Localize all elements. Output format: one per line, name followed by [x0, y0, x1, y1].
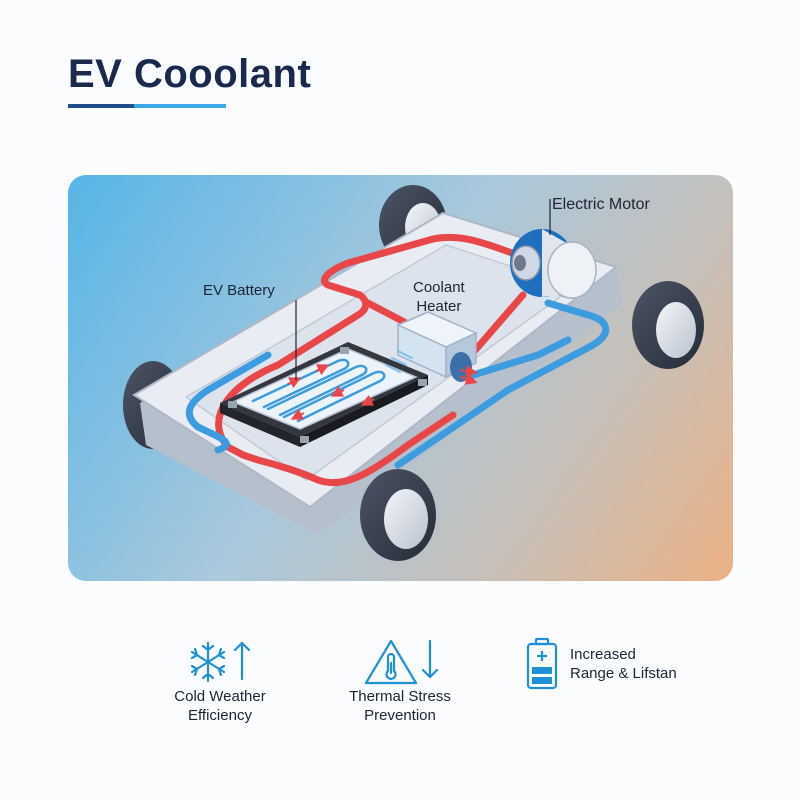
battery-label: EV Battery [203, 282, 275, 299]
battery-charge-icon [526, 637, 558, 690]
title-underline-dark [68, 104, 134, 108]
leader-lines [295, 199, 551, 380]
diagram-panel: EV Battery Coolant Heater Electric Motor [68, 175, 733, 581]
front-left-wheel [360, 469, 436, 561]
electric-motor [510, 229, 597, 299]
feature-line1: Cold Weather [174, 688, 266, 705]
title-underline-light [134, 104, 226, 108]
coolant-heater [385, 311, 478, 385]
ev-chassis-diagram [123, 185, 704, 561]
front-right-wheel [632, 281, 704, 369]
feature-thermal-stress: Thermal Stress Prevention [325, 637, 475, 725]
cold-coolant-lines [185, 299, 609, 469]
feature-line1: Thermal Stress [349, 688, 451, 705]
page-title: EV Cooolant [68, 52, 312, 96]
heater-label: Coolant Heater [413, 278, 465, 316]
motor-label: Electric Motor [552, 196, 650, 213]
heater-label-line2: Heater [416, 298, 462, 315]
feature-line2: Range & Lifstan [570, 665, 677, 682]
thermometer-warning-down-arrow-icon [364, 639, 439, 685]
snowflake-up-arrow-icon [190, 641, 251, 683]
feature-line2: Efficiency [188, 707, 252, 724]
heater-label-line1: Coolant [413, 279, 465, 296]
feature-cold-weather: Cold Weather Efficiency [145, 637, 295, 725]
feature-line1: Increased [570, 646, 636, 663]
feature-line2: Prevention [364, 707, 436, 724]
feature-text: Increased Range & Lifstan [570, 645, 677, 683]
ev-battery-pack [220, 342, 428, 447]
